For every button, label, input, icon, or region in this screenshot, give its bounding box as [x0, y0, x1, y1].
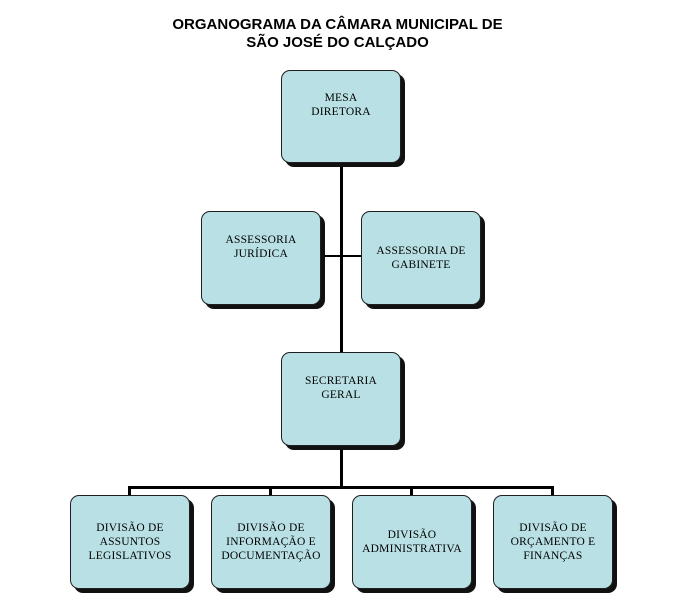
- node-secretaria-geral: SECRETARIA GERAL: [281, 352, 401, 446]
- node-divisao-orcamento-financas: DIVISÃO DE ORÇAMENTO E FINANÇAS: [493, 495, 613, 589]
- connector-divisions-horizontal: [128, 486, 554, 489]
- node-divisao-administrativa-label: DIVISÃO ADMINISTRATIVA: [362, 529, 462, 555]
- node-assessoria-gabinete: ASSESSORIA DE GABINETE: [361, 211, 481, 305]
- node-divisao-assuntos-legislativos: DIVISÃO DE ASSUNTOS LEGISLATIVOS: [70, 495, 190, 589]
- connector-division-4-drop: [551, 486, 554, 498]
- node-mesa-diretora-label: MESA DIRETORA: [311, 92, 371, 118]
- connector-division-1-drop: [128, 486, 131, 498]
- node-assessoria-juridica-label: ASSESSORIA JURÍDICA: [225, 234, 297, 260]
- chart-title-line-1: ORGANOGRAMA DA CÂMARA MUNICIPAL DE: [172, 16, 503, 33]
- node-divisao-administrativa: DIVISÃO ADMINISTRATIVA: [352, 495, 472, 589]
- node-divisao-orcamento-label: DIVISÃO DE ORÇAMENTO E FINANÇAS: [510, 522, 596, 562]
- node-divisao-assuntos-label: DIVISÃO DE ASSUNTOS LEGISLATIVOS: [88, 522, 172, 562]
- connector-division-2-drop: [269, 486, 272, 498]
- node-mesa-diretora: MESA DIRETORA: [281, 70, 401, 163]
- node-assessoria-juridica: ASSESSORIA JURÍDICA: [201, 211, 321, 305]
- node-assessoria-gabinete-label: ASSESSORIA DE GABINETE: [376, 245, 466, 271]
- node-secretaria-geral-label: SECRETARIA GERAL: [305, 375, 377, 401]
- connector-assessoria-horizontal: [320, 255, 363, 257]
- chart-title-line-2: SÃO JOSÉ DO CALÇADO: [246, 34, 429, 51]
- connector-main-vertical: [340, 162, 343, 352]
- node-divisao-informacao-documentacao: DIVISÃO DE INFORMAÇÃO E DOCUMENTAÇÃO: [211, 495, 331, 589]
- connector-secretaria-down: [340, 445, 343, 487]
- node-divisao-informacao-label: DIVISÃO DE INFORMAÇÃO E DOCUMENTAÇÃO: [221, 522, 321, 562]
- connector-division-3-drop: [410, 486, 413, 498]
